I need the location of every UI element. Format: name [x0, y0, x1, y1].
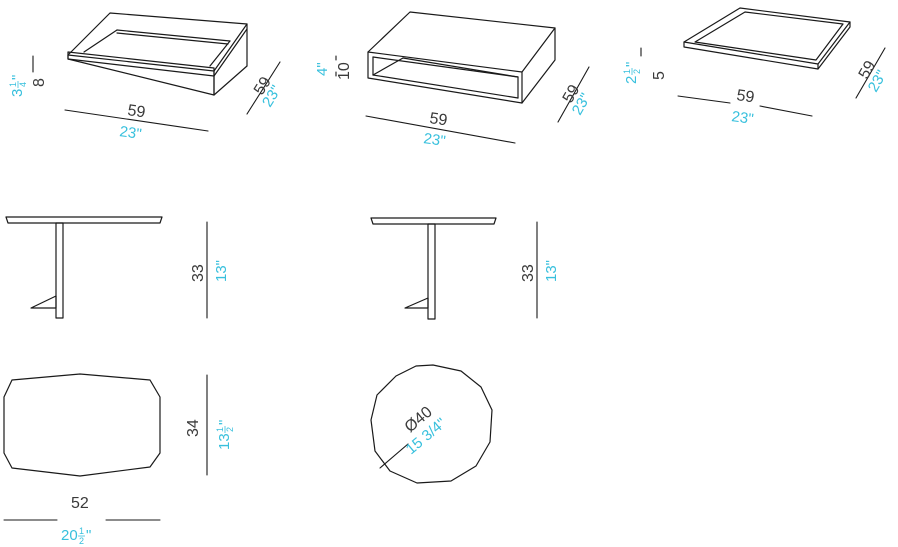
table-stem [427, 223, 436, 320]
height-inch-label: 4" [314, 62, 331, 76]
width-cm-label: 59 [428, 110, 448, 129]
width-inch-label: 23" [422, 130, 446, 150]
width-dimension-line-2 [759, 105, 813, 117]
svg-text:1: 1 [79, 526, 84, 536]
box-opening-bottom [372, 74, 519, 99]
depth-cm-label: 59 [856, 58, 880, 82]
box-top-face [367, 11, 556, 73]
svg-text:": " [216, 420, 233, 425]
tray-with-lid-dimensions: 8 3 1 4 " 59 23" 59 23" [8, 55, 285, 143]
svg-text:3: 3 [9, 89, 26, 97]
side-view-2-dimensions: 33 13" [520, 221, 560, 319]
depth-inch-label: 13 1 2 " [215, 420, 235, 450]
diameter-dimension-line [379, 443, 409, 469]
round-tabletop-outline [370, 364, 493, 484]
height-cm-label: 10 [336, 62, 353, 80]
svg-text:2: 2 [623, 76, 640, 84]
box-front [367, 51, 523, 104]
tray-right-bottom [213, 65, 248, 96]
width-dimension-line [64, 109, 209, 132]
svg-text:1: 1 [8, 82, 18, 87]
svg-text:4: 4 [18, 82, 28, 87]
height-inch-label: 2 1 2 " [622, 62, 642, 84]
width-inch-label: 23" [730, 108, 754, 128]
svg-text:13: 13 [216, 433, 233, 450]
svg-text:2: 2 [225, 427, 235, 432]
box-inner-back-2 [402, 57, 519, 78]
side-view-1-drawing [5, 216, 163, 319]
depth-cm-label: 59 [560, 82, 584, 106]
oval-tabletop-outline [3, 373, 161, 477]
height-cm-label: 33 [190, 264, 207, 282]
height-inch-label: 13" [213, 260, 230, 282]
height-inch-label: 13" [543, 260, 560, 282]
round-top-view-dimensions: Ø40 15 3/4" [379, 404, 450, 469]
side-view-2-drawing [370, 217, 497, 320]
table-foot [30, 295, 57, 309]
tray-body [67, 51, 215, 96]
lid-edge-2 [116, 32, 229, 45]
oval-top-view-drawing [3, 373, 161, 477]
width-dimension-line [677, 95, 731, 104]
svg-text:": " [623, 62, 640, 67]
table-foot [404, 297, 429, 309]
box-table-drawing [367, 11, 556, 104]
svg-text:1: 1 [622, 69, 632, 74]
box-table-dimensions: 10 4" 59 23" 59 23" [314, 55, 594, 150]
box-inner-back [372, 57, 404, 76]
width-inch-label: 20 1 2 " [61, 526, 91, 546]
flat-tray-dimensions: 5 2 1 2 " 59 23" 59 23" [622, 47, 890, 128]
width-dimension-line [365, 115, 516, 144]
svg-text:": " [9, 75, 26, 80]
tray-with-lid-drawing [67, 12, 248, 96]
flat-tray-drawing [683, 7, 851, 70]
svg-text:20: 20 [61, 527, 78, 544]
tray-inner-face [694, 11, 844, 61]
height-cm-label: 33 [520, 264, 537, 282]
lid-edge [116, 29, 231, 42]
depth-dimension-line [246, 61, 281, 115]
tray-inner-rim [83, 29, 118, 53]
height-cm-label: 8 [31, 78, 48, 87]
width-cm-label: 52 [71, 495, 89, 512]
tabletop-side [370, 217, 497, 225]
depth-cm-label: 59 [251, 74, 275, 98]
round-top-view-drawing [370, 364, 493, 484]
tabletop-side [5, 216, 163, 224]
depth-dimension-line [557, 66, 590, 123]
svg-text:": " [86, 527, 91, 544]
height-inch-label: 3 1 4 " [8, 75, 28, 97]
width-cm-label: 59 [126, 102, 146, 121]
oval-top-view-dimensions: 34 13 1 2 " 52 20 1 2 " [3, 374, 235, 546]
tray-inner-rim-2 [209, 40, 231, 67]
width-cm-label: 59 [735, 87, 755, 106]
tray-front-face [67, 23, 248, 77]
depth-dimension-line [855, 47, 886, 99]
width-inch-label: 23" [118, 123, 142, 143]
svg-text:2: 2 [79, 536, 84, 546]
box-opening-top [372, 56, 519, 78]
depth-cm-label: 34 [185, 419, 202, 437]
box-right [521, 27, 556, 104]
height-cm-label: 5 [651, 71, 668, 80]
tray-top-face [683, 7, 851, 65]
side-view-1-dimensions: 33 13" [190, 221, 230, 319]
table-stem [55, 222, 64, 319]
svg-text:1: 1 [215, 427, 225, 432]
svg-text:2: 2 [632, 69, 642, 74]
